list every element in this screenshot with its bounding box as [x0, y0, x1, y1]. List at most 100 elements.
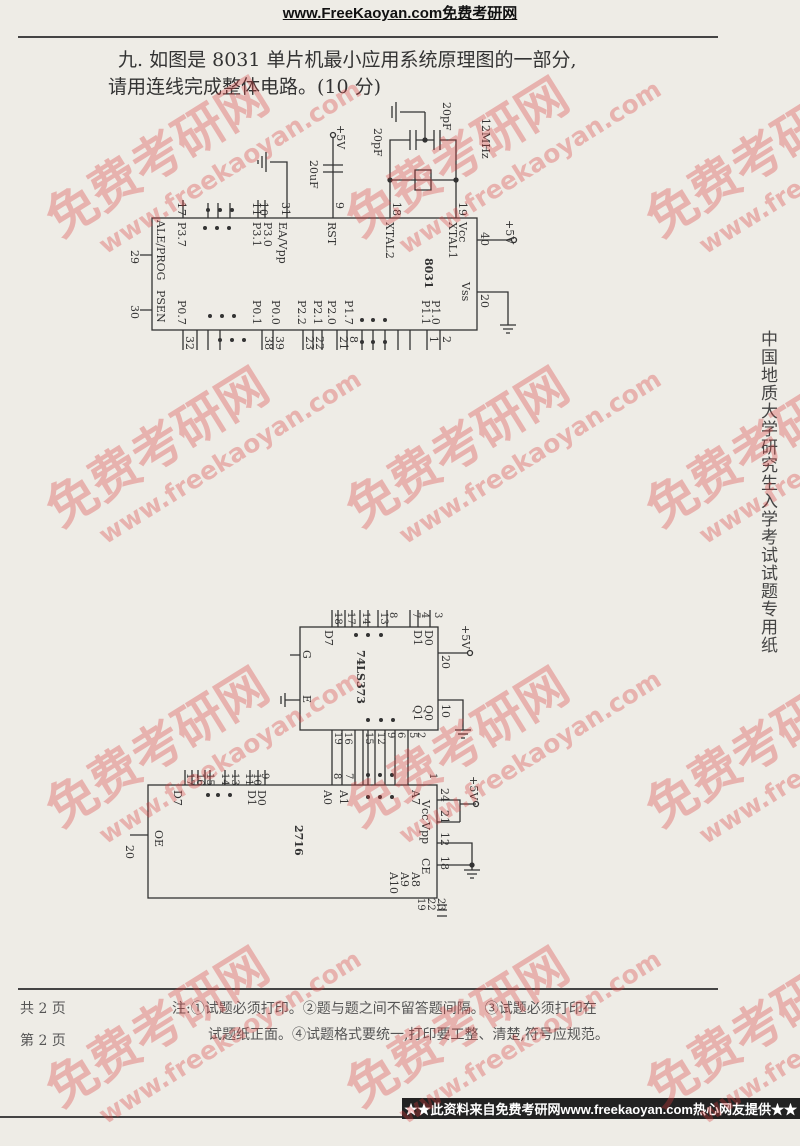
label-a10: A10: [387, 871, 400, 894]
pin-18: 18: [390, 202, 403, 216]
pin-31: 31: [279, 202, 292, 216]
pin-2716-15: 15: [204, 773, 215, 786]
pin-19: 19: [456, 202, 469, 216]
label-p01: P0.1: [250, 300, 263, 325]
chip-74ls373: D0 D1 D7 G E Q0 Q1 74LS373 3 4 7 8 13 14…: [280, 610, 474, 785]
pin-40: 40: [478, 232, 491, 246]
pin-373-18: 18: [332, 612, 343, 625]
pin-373-5: 5: [407, 732, 418, 738]
pin-373-17: 17: [345, 612, 356, 625]
pin-2716-19: 19: [415, 898, 426, 911]
note-line-2: 试题纸正面。④试题格式要统一,打印要工整、清楚,符号应规范。: [208, 1027, 609, 1043]
pin-11: 11: [250, 202, 263, 216]
pin-2716-17: 17: [184, 773, 195, 786]
pin-21: 21: [337, 336, 350, 350]
label-xtal1: XTAL1: [446, 222, 459, 259]
label-rst: RST: [325, 222, 338, 246]
chip-373-name: 74LS373: [354, 650, 367, 704]
pin-2716-12: 12: [438, 832, 451, 846]
pin-373-2: 2: [415, 732, 426, 738]
label-psen: PSEN: [154, 290, 167, 323]
label-d1-373: D1: [411, 630, 424, 646]
pin-17: 17: [175, 202, 188, 216]
pin-2716-11: 11: [243, 773, 254, 786]
pin-373-15: 15: [363, 732, 374, 745]
source-banner: ★★此资料来自免费考研网www.freekaoyan.com热心网友提供★★: [401, 1098, 800, 1119]
pin-2: 2: [440, 336, 453, 343]
pin-1: 1: [427, 336, 440, 343]
label-ea: EA/Vpp: [276, 222, 289, 264]
pin-2716-9: 9: [259, 773, 270, 779]
pin-373-10: 10: [439, 704, 452, 718]
pin-2716-20: 20: [123, 845, 136, 859]
side-title: 中国地质大学研究生入学考试试题专用纸: [757, 330, 777, 654]
note-line-1: 注:①试题必须打印。②题与题之间不留答题间隔。③试题必须打印在: [172, 1001, 597, 1017]
label-p22: P2.2: [295, 300, 308, 325]
label-p20: P2.0: [325, 300, 338, 325]
chip-2716: D0 D1 D7 A0 A1 A7 Vcc Vpp CE OE A8 A9 A1…: [123, 770, 480, 917]
label-d7-373: D7: [322, 630, 335, 646]
top-rule: [18, 36, 718, 38]
pin-373-3: 3: [432, 612, 443, 618]
pin-23: 23: [303, 336, 316, 350]
pin-2716-23: 23: [435, 898, 446, 911]
chip-2716-name: 2716: [292, 825, 305, 856]
label-d0-373: D0: [422, 630, 435, 646]
pin-2716-7: 7: [343, 773, 354, 779]
label-a1: A1: [337, 789, 350, 805]
pin-22: 22: [313, 336, 326, 350]
rst-capacitor: 20uF: [307, 160, 320, 189]
bottom-rule: [0, 1116, 800, 1118]
vcc-supply: +5V: [503, 220, 516, 245]
label-vcc: Vcc: [456, 221, 469, 242]
pin-32: 32: [183, 336, 196, 350]
label-p21: P2.1: [311, 300, 324, 325]
crystal-freq: 12MHz: [479, 118, 492, 159]
label-ce: CE: [419, 858, 432, 874]
footer-rule: [18, 988, 718, 990]
pin-38: 38: [262, 336, 275, 350]
pin-2716-24: 24: [438, 788, 451, 802]
373-supply: +5V: [459, 625, 472, 650]
label-a8: A8: [409, 871, 422, 887]
chip-8031: ALE/PROG P3.7 P3.1 P3.0 EA/Vpp RST XTAL2…: [128, 102, 518, 350]
pin-2716-21: 21: [438, 810, 451, 824]
pin-9: 9: [333, 202, 346, 209]
pin-373-4: 4: [419, 612, 430, 618]
2716-supply: +5V: [467, 776, 480, 801]
question-line-2: 请用连线完成整体电路。(10 分): [108, 76, 382, 98]
pin-39: 39: [273, 336, 286, 350]
label-a0: A0: [321, 789, 334, 805]
rst-supply: +5V: [334, 125, 347, 150]
pin-373-6: 6: [395, 732, 406, 738]
label-p11: P1.1: [419, 300, 432, 325]
label-d1-2716: D1: [245, 790, 258, 806]
label-p31: P3.1: [250, 222, 263, 247]
label-p17: P1.7: [342, 300, 355, 325]
label-p07: P0.7: [175, 300, 188, 325]
label-vcc-2716: Vcc: [419, 799, 432, 820]
label-oe: OE: [152, 830, 165, 847]
pin-2716-13: 13: [229, 773, 240, 786]
pin-373-16: 16: [342, 732, 353, 745]
label-p10: P1.0: [429, 300, 442, 325]
label-a7: A7: [409, 789, 422, 805]
pin-2716-16: 16: [194, 773, 205, 786]
crystal-cap-1: 20pF: [371, 128, 384, 157]
label-p37: P3.7: [175, 222, 188, 247]
pin-373-7: 7: [410, 612, 421, 618]
pin-2716-1: 1: [427, 773, 438, 779]
label-xtal2: XTAL2: [383, 222, 396, 259]
pin-373-19: 19: [332, 732, 343, 745]
label-a9: A9: [398, 871, 411, 887]
site-header-link[interactable]: www.FreeKaoyan.com免费考研网: [282, 5, 518, 22]
pin-2716-22: 22: [425, 898, 436, 911]
label-e: E: [300, 695, 313, 703]
label-vpp: Vpp: [419, 821, 432, 844]
pin-373-8: 8: [387, 612, 398, 618]
page-number: 第 2 页: [20, 1033, 66, 1049]
pin-10: 10: [257, 202, 270, 216]
pin-373-20: 20: [439, 655, 452, 669]
crystal-cap-2: 20pF: [440, 102, 453, 131]
total-pages: 共 2 页: [20, 1001, 66, 1017]
